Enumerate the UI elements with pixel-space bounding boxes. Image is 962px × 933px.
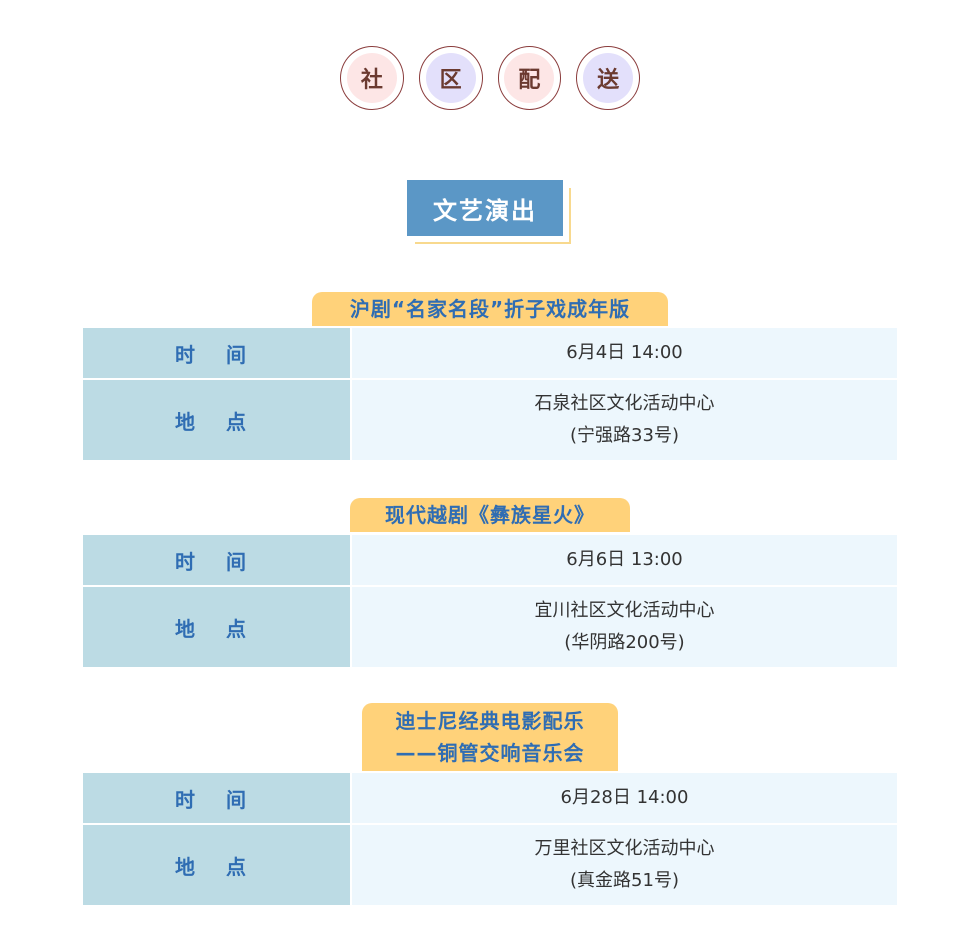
header-circle-song: 送: [576, 46, 640, 110]
venue-name: 石泉社区文化活动中心: [534, 393, 715, 414]
table-row-time: 时 间 6月6日 13:00: [83, 535, 897, 585]
header-char: 配: [504, 53, 555, 103]
venue-address: (宁强路33号): [570, 425, 679, 446]
time-value: 6月6日 13:00: [352, 535, 897, 585]
time-text: 6月6日 13:00: [566, 549, 683, 570]
table-row-place: 地 点 万里社区文化活动中心 (真金路51号): [83, 825, 897, 905]
header-circle-pei: 配: [497, 46, 562, 110]
place-label: 地 点: [83, 380, 350, 460]
event-title: 沪剧“名家名段”折子戏成年版: [312, 292, 668, 326]
place-label: 地 点: [83, 587, 350, 667]
header-circle-she: 社: [340, 46, 404, 110]
header-char: 送: [583, 53, 634, 103]
table-row-place: 地 点 宜川社区文化活动中心 (华阴路200号): [83, 587, 897, 667]
event-title: 迪士尼经典电影配乐 ——铜管交响音乐会: [362, 703, 618, 771]
header-circles: 社 区 配 送: [340, 46, 640, 110]
venue-name: 宜川社区文化活动中心: [534, 600, 715, 621]
section-title-text: 文艺演出: [407, 180, 563, 236]
section-title-shadow: [415, 188, 571, 244]
venue-address: (真金路51号): [570, 870, 679, 891]
place-value: 万里社区文化活动中心 (真金路51号): [352, 825, 897, 905]
event-title-line: 迪士尼经典电影配乐: [395, 709, 585, 733]
event-title-line: ——铜管交响音乐会: [395, 741, 585, 765]
time-label: 时 间: [83, 535, 350, 585]
header-char: 社: [346, 53, 397, 103]
event-table: 时 间 6月28日 14:00 地 点 万里社区文化活动中心 (真金路51号): [83, 773, 897, 905]
table-row-time: 时 间 6月4日 14:00: [83, 328, 897, 378]
venue-name: 万里社区文化活动中心: [534, 838, 715, 859]
time-label: 时 间: [83, 773, 350, 823]
section-title: 文艺演出: [407, 180, 571, 244]
table-row-place: 地 点 石泉社区文化活动中心 (宁强路33号): [83, 380, 897, 460]
place-value: 石泉社区文化活动中心 (宁强路33号): [352, 380, 897, 460]
time-value: 6月28日 14:00: [352, 773, 897, 823]
header-circle-qu: 区: [418, 46, 483, 110]
venue-address: (华阴路200号): [564, 632, 685, 653]
time-text: 6月4日 14:00: [566, 342, 683, 363]
table-row-time: 时 间 6月28日 14:00: [83, 773, 897, 823]
place-label: 地 点: [83, 825, 350, 905]
event-table: 时 间 6月6日 13:00 地 点 宜川社区文化活动中心 (华阴路200号): [83, 535, 897, 667]
time-value: 6月4日 14:00: [352, 328, 897, 378]
time-text: 6月28日 14:00: [560, 787, 689, 808]
event-title-line: 现代越剧《彝族星火》: [385, 503, 595, 527]
header-char: 区: [425, 53, 476, 103]
event-table: 时 间 6月4日 14:00 地 点 石泉社区文化活动中心 (宁强路33号): [83, 328, 897, 460]
place-value: 宜川社区文化活动中心 (华阴路200号): [352, 587, 897, 667]
event-title: 现代越剧《彝族星火》: [350, 498, 630, 532]
time-label: 时 间: [83, 328, 350, 378]
event-title-line: 沪剧“名家名段”折子戏成年版: [349, 297, 631, 321]
